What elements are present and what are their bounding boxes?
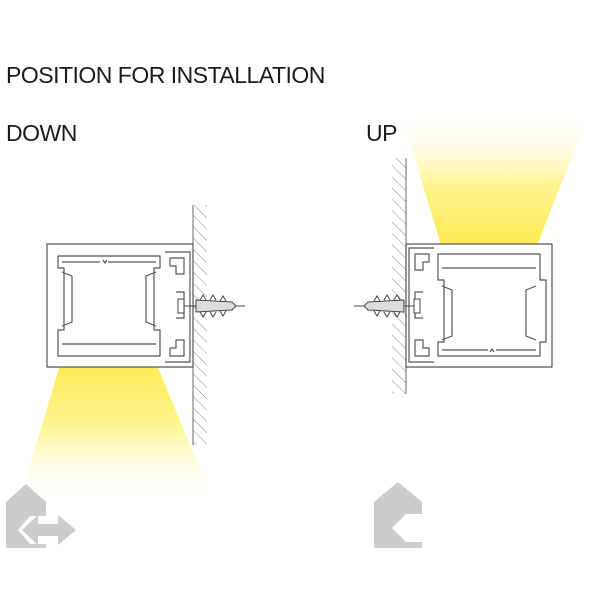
down-house-direction-icon [6,484,76,548]
down-light-beam [18,358,215,505]
down-profile [46,243,194,368]
page-title: POSITION FOR INSTALLATION [6,62,325,88]
up-installation [354,110,590,548]
up-position-label: UP [366,120,397,146]
up-profile [405,243,553,368]
down-position-label: DOWN [6,120,77,146]
down-screw-anchor [177,294,245,318]
up-screw-anchor [354,294,421,318]
down-installation [6,205,245,548]
up-light-beam [400,110,590,248]
down-wall [192,205,207,445]
up-house-direction-icon [374,482,422,548]
up-wall [392,158,407,394]
